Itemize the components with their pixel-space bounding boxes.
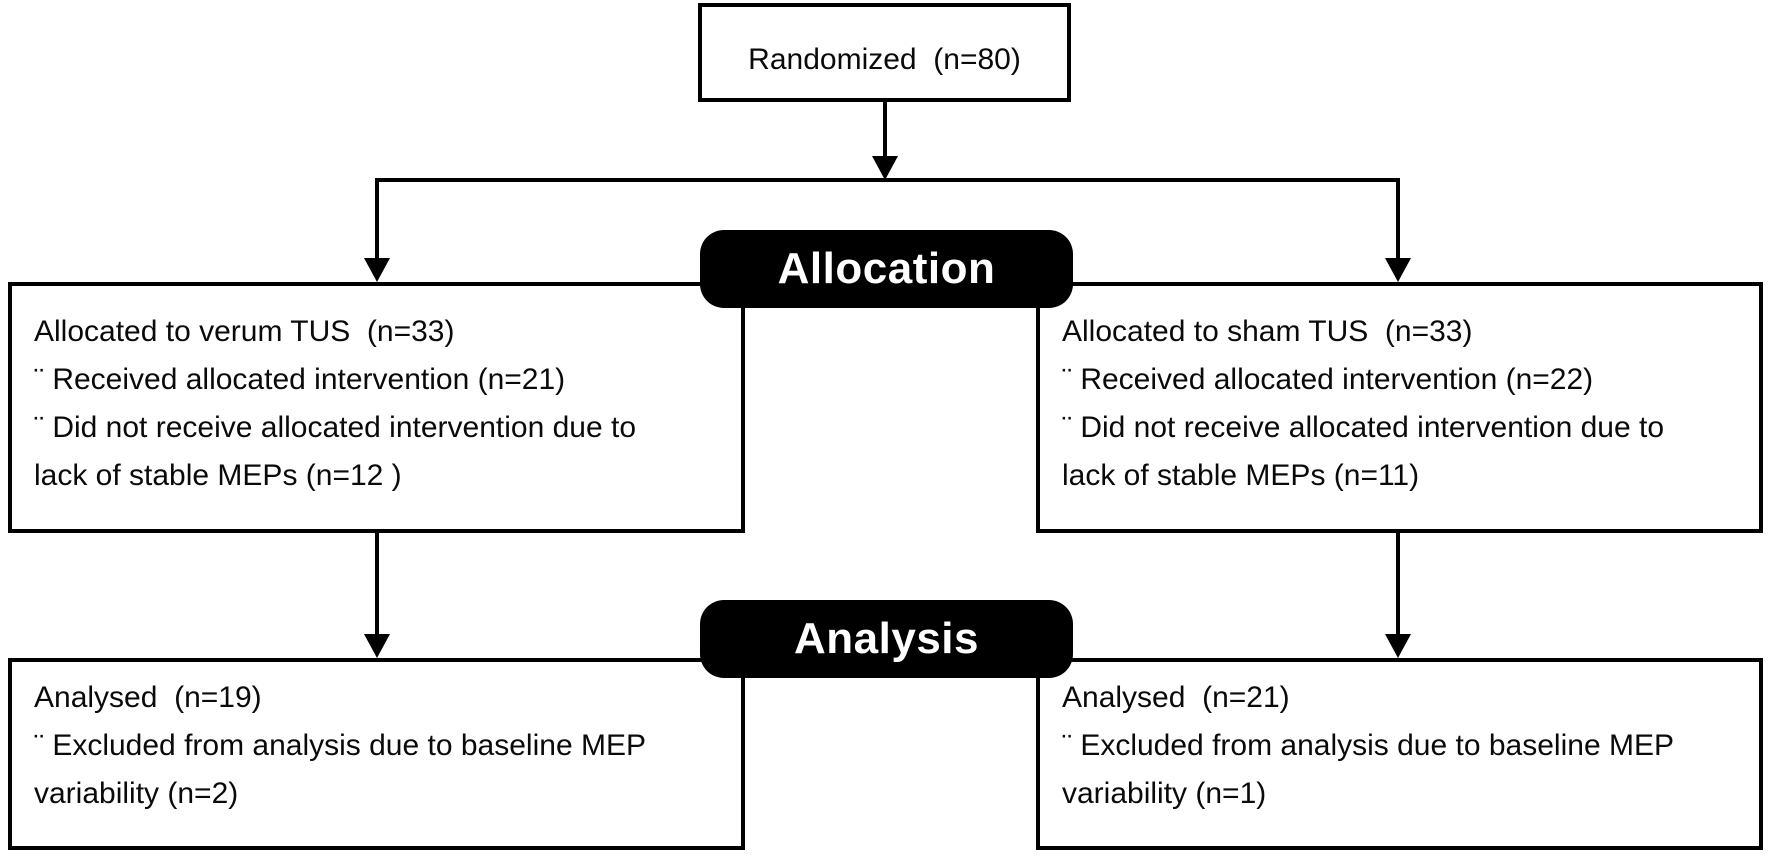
allocation-verum-bullet-received: ¨ Received allocated intervention (n=21): [34, 363, 566, 396]
analysis-verum-title: Analysed (n=19): [34, 681, 262, 714]
allocation-verum-box: Allocated to verum TUS (n=33) ¨ Received…: [8, 282, 745, 533]
allocation-verum-title: Allocated to verum TUS (n=33): [34, 315, 455, 348]
randomized-box: Randomized (n=80): [698, 3, 1071, 102]
analysis-verum-box: Analysed (n=19) ¨ Excluded from analysis…: [8, 658, 745, 850]
randomized-label: Randomized (n=80): [748, 42, 1021, 76]
allocation-sham-bullet-not-received: ¨ Did not receive allocated intervention…: [1062, 411, 1665, 444]
arrow-down-icon: [1385, 258, 1411, 282]
analysis-sham-bullet-excluded-cont: variability (n=1): [1062, 777, 1267, 810]
analysis-sham-title: Analysed (n=21): [1062, 681, 1290, 714]
allocation-sham-title: Allocated to sham TUS (n=33): [1062, 315, 1473, 348]
connector-randomized-line: [883, 100, 887, 158]
allocation-sham-bullet-received: ¨ Received allocated intervention (n=22): [1062, 363, 1594, 396]
allocation-verum-bullet-not-received-cont: lack of stable MEPs (n=12 ): [34, 459, 402, 492]
analysis-sham-box: Analysed (n=21) ¨ Excluded from analysis…: [1036, 658, 1763, 850]
arrow-down-icon: [1385, 634, 1411, 658]
analysis-stage-label: Analysis: [794, 614, 979, 663]
allocation-stage-badge: Allocation: [700, 230, 1073, 308]
analysis-verum-bullet-excluded: ¨ Excluded from analysis due to baseline…: [34, 729, 646, 762]
connector-allocation-left-line: [375, 178, 379, 260]
analysis-sham-bullet-excluded: ¨ Excluded from analysis due to baseline…: [1062, 729, 1674, 762]
allocation-sham-box: Allocated to sham TUS (n=33) ¨ Received …: [1036, 282, 1763, 533]
arrow-down-icon: [872, 156, 898, 180]
connector-analysis-right-line: [1396, 531, 1400, 636]
connector-allocation-right-line: [1396, 178, 1400, 260]
analysis-stage-badge: Analysis: [700, 600, 1073, 678]
arrow-down-icon: [364, 258, 390, 282]
allocation-stage-label: Allocation: [777, 244, 996, 293]
branch-line: [375, 178, 1400, 182]
allocation-sham-bullet-not-received-cont: lack of stable MEPs (n=11): [1062, 459, 1420, 492]
analysis-verum-bullet-excluded-cont: variability (n=2): [34, 777, 239, 810]
allocation-verum-bullet-not-received: ¨ Did not receive allocated intervention…: [34, 411, 637, 444]
connector-analysis-left-line: [375, 531, 379, 636]
arrow-down-icon: [364, 634, 390, 658]
